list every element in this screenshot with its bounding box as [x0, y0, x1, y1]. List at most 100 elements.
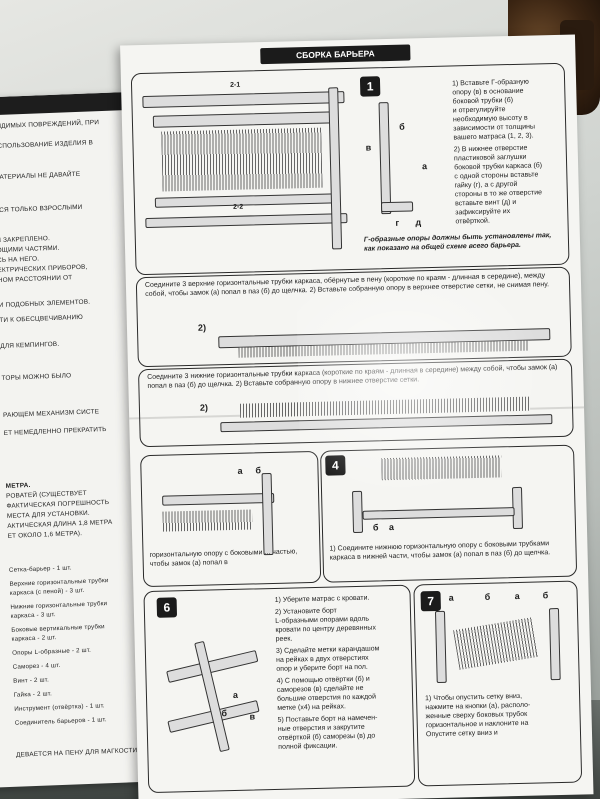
part-label: б: [255, 465, 262, 476]
text-line: зафиксируйте их: [455, 208, 511, 217]
warning-line: ВИДИМЫХ ПОВРЕЖДЕНИЙ, ПРИ: [0, 119, 100, 131]
side-tube: [352, 490, 364, 534]
part-item: Гайка - 2 шт.: [13, 690, 53, 699]
bottom-rail: [362, 507, 515, 520]
instruction-sheet: СБОРКА БАРЬЕРА 2-1 2-2 1 б в а г: [120, 34, 594, 799]
l-support: [380, 201, 414, 213]
warning-line: АКТИЧЕСКАЯ ДЛИНА 1,8 МЕТРА: [7, 518, 113, 530]
step-3-panel: Соедините 3 нижние горизонтальные трубки…: [137, 358, 574, 448]
part-label: г: [395, 217, 400, 228]
part-item: Винт - 2 шт.: [13, 676, 50, 685]
step-2-text: Соедините 3 верхние горизонтальные трубк…: [144, 272, 550, 298]
warning-line: ЕТ НЕМЕДЛЕННО ПРЕКРАТИТЬ: [3, 426, 107, 437]
warning-line: НОМ РАССТОЯНИИ ОТ: [0, 274, 73, 285]
warning-line: ЕКТРИЧЕСКИХ ПРИБОРОВ,: [0, 263, 88, 275]
side-tube: [261, 472, 274, 556]
part-item: Сетка-барьер - 1 шт.: [8, 564, 72, 574]
warning-line: МЕТРА.: [5, 481, 31, 490]
part-label: б: [372, 522, 379, 533]
part-item: Инструмент (отвёртка) - 1 шт.: [14, 702, 105, 713]
step-6-text: 1) Уберите матрас с кровати. 2) Установи…: [144, 586, 409, 751]
top-rail-foam: [152, 111, 336, 128]
substep-marker: 2): [197, 322, 207, 333]
part-label: а: [388, 522, 395, 533]
side-tube: [378, 102, 392, 215]
warning-line: ДЛЯ КЕМПИНГОВ.: [0, 340, 60, 351]
text-line: опор и уберите борт на пол.: [276, 663, 368, 673]
text-line: реек.: [275, 635, 293, 643]
step-3-text: Соедините 3 нижние горизонтальные трубки…: [147, 363, 558, 390]
part-label: а: [514, 590, 520, 602]
warning-line: ОЩИМИ ЧАСТЯМИ.: [0, 244, 60, 255]
part-item: Соединитель барьеров - 1 шт.: [14, 716, 107, 727]
step-6-panel: 6 а б в 1) Уберите матрас с кровати. 2) …: [143, 584, 416, 794]
part-label: б: [221, 708, 228, 719]
text-line: вашего матраса (1, 2, 3).: [453, 132, 534, 142]
part-label: б: [484, 591, 491, 602]
mesh-folding: [453, 617, 539, 670]
step-1-text: 1) Вставьте Г-образную опору (в) в основ…: [132, 64, 564, 226]
step-1-panel: 2-1 2-2 1 б в а г д 1) Вставьте Г-образн…: [130, 62, 570, 276]
warning-line: РАЮЩЕМ МЕХАНИЗМ СИСТЕ: [2, 408, 100, 419]
step-7-panel: 7 а б а б 1) Чтобы опустить сетку вниз, …: [413, 580, 583, 787]
bottom-rail-lower: [145, 213, 348, 228]
horizontal-tube: [162, 492, 275, 506]
part-item: Боковые вертикальные трубки: [11, 623, 105, 634]
step-4-panel: 4 б а 1) Соедините нижнюю горизонтальную…: [320, 444, 578, 583]
part-item: Саморез - 4 шт.: [12, 661, 61, 671]
warning-line: ТИ К ОБЕСЦВЕЧИВАНИЮ: [0, 313, 84, 325]
part-item: каркаса - 3 шт.: [10, 611, 56, 620]
part-label: а: [448, 592, 454, 603]
text-line: метке (x4) на рейках.: [277, 703, 346, 712]
step-2-panel: Соедините 3 верхние горизонтальные трубк…: [135, 266, 572, 368]
step-connect-panel: а б горизонтальную опору с боковыми ... …: [140, 450, 322, 588]
rail-label: 2-2: [232, 203, 244, 211]
top-rail: [142, 91, 345, 109]
warning-line: И ПОДОБНЫХ ЭЛЕМЕНТОВ.: [0, 298, 91, 310]
step-7-text: 1) Чтобы опустить сетку вниз, нажмите на…: [414, 582, 576, 738]
warning-line: ЕТ ОКОЛО 1,6 МЕТРА).: [7, 530, 83, 540]
warning-line: ТОРЫ МОЖНО БЫЛО: [1, 372, 72, 383]
part-label: д: [415, 217, 422, 228]
mesh-panel: [162, 509, 253, 532]
part-item: Нижние горизонтальные трубки: [10, 600, 108, 611]
mesh-edge: [239, 396, 531, 418]
step-number: 4: [325, 455, 346, 476]
part-label: а: [232, 689, 239, 700]
mesh-panel: [381, 455, 502, 481]
part-item: каркаса (с пеной) - 3 шт.: [9, 586, 85, 597]
part-label: а: [421, 161, 428, 172]
part-item: каркаса - 2 шт.: [11, 634, 57, 643]
warning-line: И ЗАКРЕПЛЕНО.: [0, 235, 51, 245]
step-4-text: 1) Соедините нижнюю горизонтальную опору…: [329, 540, 551, 562]
text-line: полной фиксации.: [278, 742, 338, 751]
side-tube: [434, 610, 447, 684]
l-support-diagram: б в а г д: [365, 101, 448, 233]
step-1-note: Г-образные опоры должны быть установлены…: [363, 232, 552, 253]
part-label: б: [542, 590, 549, 601]
part-label: б: [399, 121, 405, 132]
text-line: отвёрткой.: [455, 217, 490, 226]
warning-line: ФАКТИЧЕСКАЯ ПОГРЕШНОСТЬ: [6, 498, 110, 510]
substep-marker: 2): [199, 402, 209, 413]
part-label: а: [237, 465, 243, 476]
warning-line: ИСПОЛЬЗОВАНИЕ ИЗДЕЛИЯ В: [0, 139, 94, 151]
leaflet-header-band: [0, 91, 138, 117]
side-tube: [328, 87, 343, 250]
warning-line: МЕСТА ДЛЯ УСТАНОВКИ.: [6, 509, 90, 520]
part-label: в: [365, 142, 372, 153]
part-item: Опоры L-образные - 2 шт.: [12, 646, 92, 657]
warning-line: ТСЯ ТОЛЬКО ВЗРОСЛЫМИ: [0, 203, 83, 215]
step-number: 7: [420, 590, 441, 612]
text-line: 1) Уберите матрас с кровати.: [274, 594, 370, 604]
side-tube: [548, 608, 561, 681]
part-item: Верхние горизонтальные трубки: [9, 577, 109, 588]
barrier-overview-diagram: 2-1 2-2: [142, 82, 356, 262]
text-line: Опустите сетку вниз и: [425, 729, 498, 739]
step-number: 6: [156, 597, 178, 618]
sheet-title: СБОРКА БАРЬЕРА: [260, 44, 411, 65]
mesh-panel: [161, 127, 323, 192]
warning-line: СЬ НА НЕГО.: [0, 255, 40, 265]
step-connect-text: горизонтальную опору с боковыми ... част…: [149, 548, 298, 568]
